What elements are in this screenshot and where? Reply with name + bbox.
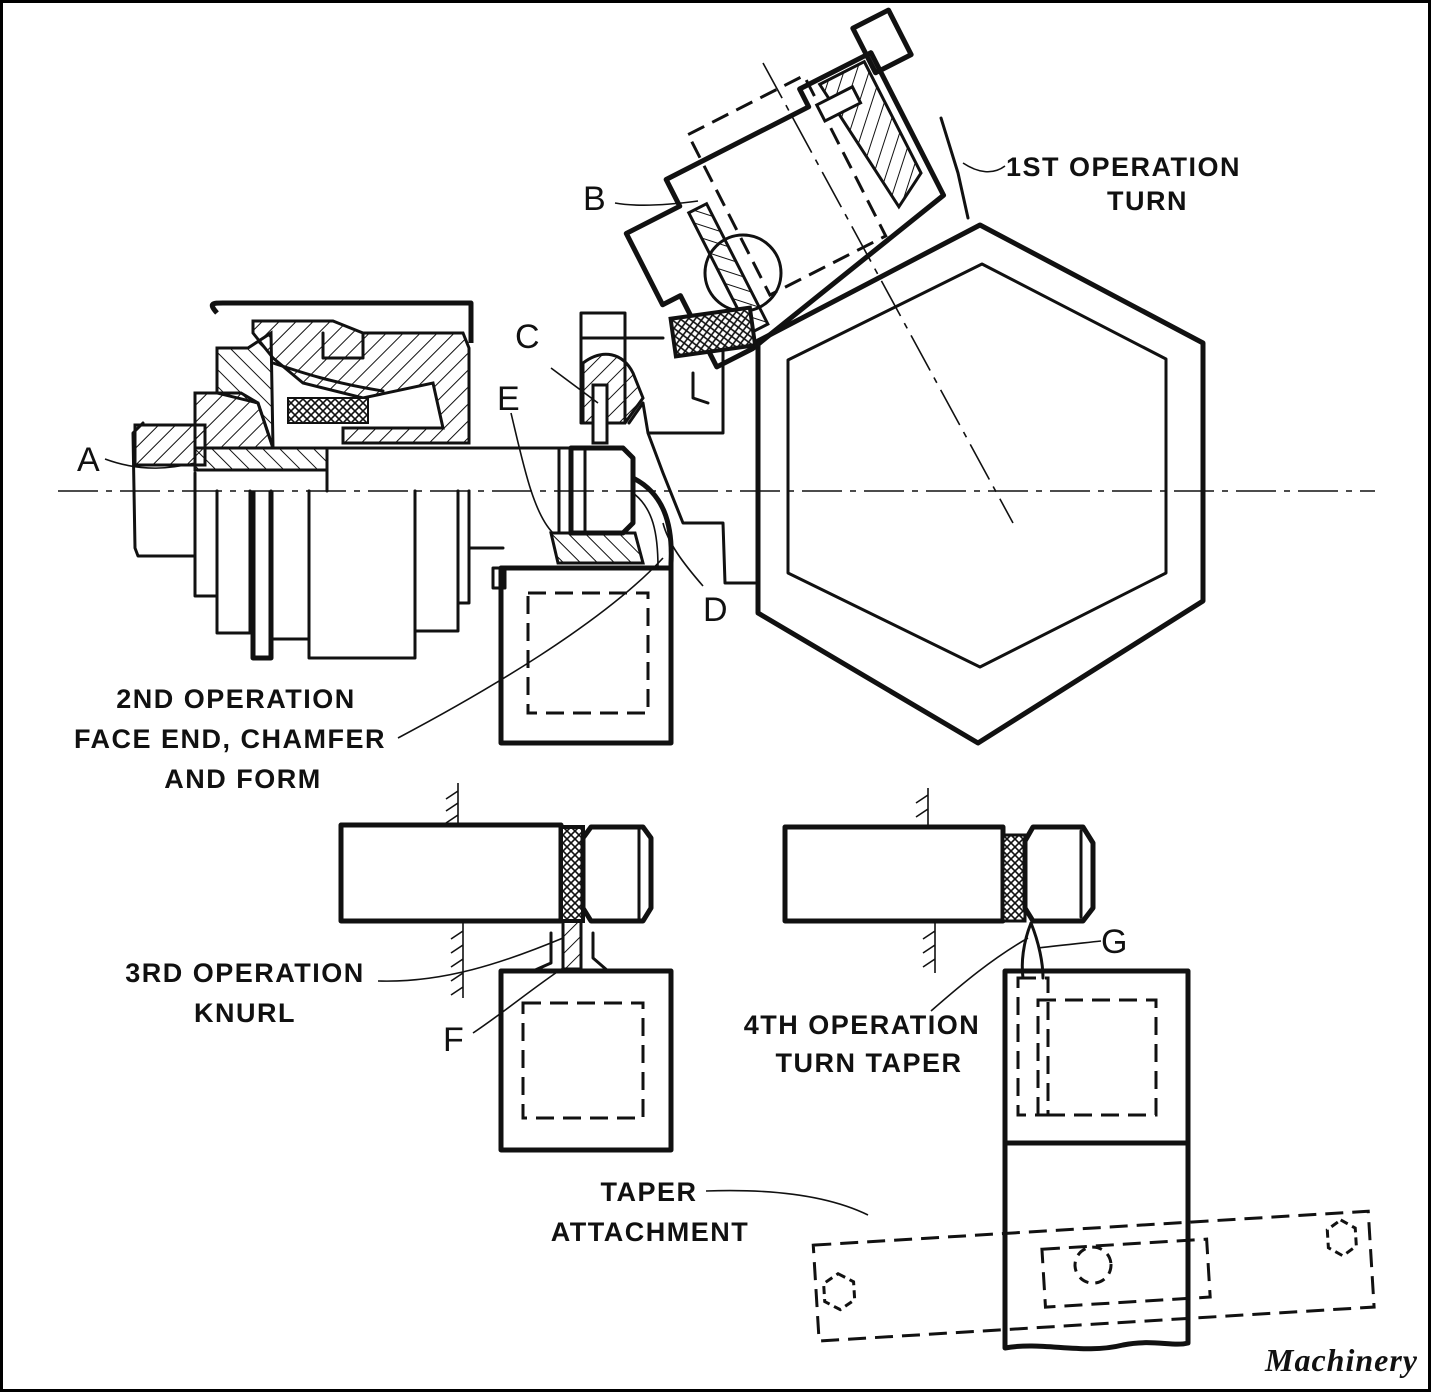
hexagon-turret [755, 62, 1206, 746]
taper-operation [782, 788, 1191, 1352]
label-3rd-operation: 3RD OPERATION KNURL [125, 958, 365, 1028]
letter-g: G [1101, 923, 1127, 961]
svg-text:ATTACHMENT: ATTACHMENT [551, 1217, 749, 1247]
svg-text:FACE END, CHAMFER: FACE END, CHAMFER [74, 724, 386, 754]
leader-1st-op [962, 162, 1006, 173]
svg-text:TURN TAPER: TURN TAPER [776, 1048, 963, 1078]
leader-4th-op [930, 937, 1029, 1012]
svg-text:3RD OPERATION: 3RD OPERATION [125, 958, 365, 988]
leader-f [472, 967, 564, 1034]
leader-e [510, 412, 554, 534]
knurl-operation [338, 783, 674, 1153]
turret-edge-detail [691, 371, 710, 405]
label-taper-attachment: TAPER ATTACHMENT [551, 1177, 749, 1247]
leader-taper-attachment [705, 1189, 869, 1216]
leader-lines [104, 162, 1102, 1216]
chuck-assembly [131, 300, 561, 661]
publisher-credit: Machinery [1264, 1342, 1418, 1378]
letter-b: B [583, 180, 606, 218]
cross-slide-tool [491, 311, 674, 746]
turret-edge-profile [627, 336, 757, 585]
turning-tool-holder [623, 7, 970, 370]
label-2nd-operation: 2ND OPERATION FACE END, CHAMFER AND FORM [74, 684, 386, 794]
leader-c [550, 367, 599, 404]
leader-d [662, 522, 704, 587]
svg-text:1ST OPERATION: 1ST OPERATION [1006, 152, 1241, 182]
letter-c: C [515, 318, 540, 356]
label-1st-operation: 1ST OPERATION TURN [1006, 152, 1241, 216]
lathe-diagram: A B C E D F G 1ST OPERATION TURN 2ND OPE… [58, 7, 1418, 1378]
svg-text:2ND OPERATION: 2ND OPERATION [116, 684, 356, 714]
label-4th-operation: 4TH OPERATION TURN TAPER [744, 1010, 981, 1078]
letter-e: E [497, 380, 520, 418]
svg-text:KNURL: KNURL [194, 998, 296, 1028]
leader-g [1037, 940, 1102, 949]
letter-f: F [443, 1021, 464, 1059]
svg-text:TURN: TURN [1107, 186, 1188, 216]
letter-d: D [703, 591, 728, 629]
taper-attachment [811, 1209, 1376, 1343]
svg-text:TAPER: TAPER [600, 1177, 697, 1207]
svg-text:4TH OPERATION: 4TH OPERATION [744, 1010, 981, 1040]
leader-3rd-op [377, 937, 564, 982]
svg-text:AND FORM: AND FORM [164, 764, 321, 794]
turret-axis-line [762, 62, 1014, 524]
leader-a [104, 458, 196, 469]
leader-2nd-op [397, 557, 664, 739]
letter-a: A [77, 441, 100, 479]
leader-b [614, 200, 699, 206]
